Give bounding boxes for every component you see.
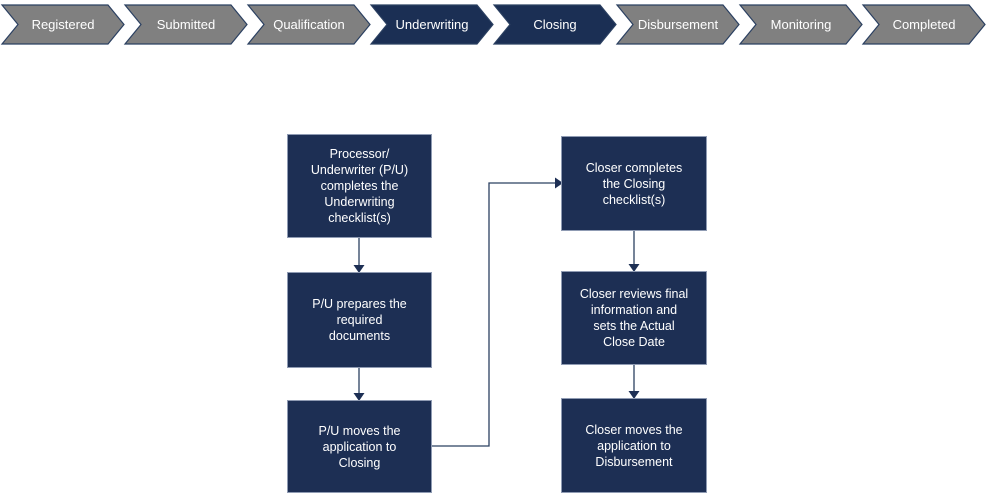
connector-closing-checklist-to-review-final xyxy=(628,231,640,272)
flow-box-text: P/U prepares the required documents xyxy=(312,297,407,343)
stage-chevron-shape xyxy=(246,4,371,45)
stage-label: Submitted xyxy=(157,17,216,32)
stage-chevron-qualification[interactable]: Qualification xyxy=(246,4,371,45)
stage-label: Registered xyxy=(32,17,95,32)
stage-label: Monitoring xyxy=(771,17,832,32)
connector-move-closing-to-closing-checklist xyxy=(432,177,563,447)
flow-box-text: Processor/ Underwriter (P/U) completes t… xyxy=(310,147,409,225)
stage-label: Qualification xyxy=(273,17,345,32)
flow-box-uw-checklist[interactable]: Processor/ Underwriter (P/U) completes t… xyxy=(287,134,432,238)
flow-box-text: Closer completes the Closing checklist(s… xyxy=(585,160,683,207)
flow-box-text: Closer moves the application to Disburse… xyxy=(585,422,683,469)
connector-prepare-docs-to-move-closing xyxy=(353,368,365,401)
stage-chevron-submitted[interactable]: Submitted xyxy=(123,4,248,45)
stage-chevron-completed[interactable]: Completed xyxy=(861,4,986,45)
stage-chevron-shape xyxy=(0,4,125,45)
stage-label: Disbursement xyxy=(638,17,719,32)
stage-chevron-disbursement[interactable]: Disbursement xyxy=(615,4,740,45)
stage-chevron-monitoring[interactable]: Monitoring xyxy=(738,4,863,45)
stage-chevron-shape xyxy=(492,4,617,45)
loan-stage-progress-bar: Registered Submitted Qualification Under… xyxy=(0,4,986,45)
stage-label: Closing xyxy=(533,17,576,32)
stage-chevron-shape xyxy=(123,4,248,45)
flow-box-move-to-disbursement[interactable]: Closer moves the application to Disburse… xyxy=(561,398,707,493)
stage-label: Underwriting xyxy=(396,17,469,32)
stage-chevron-registered[interactable]: Registered xyxy=(0,4,125,45)
flow-box-prepare-docs[interactable]: P/U prepares the required documents xyxy=(287,272,432,368)
flow-box-text: P/U moves the application to Closing xyxy=(318,423,401,470)
flow-box-move-to-closing[interactable]: P/U moves the application to Closing xyxy=(287,400,432,493)
flow-box-review-final[interactable]: Closer reviews final information and set… xyxy=(561,271,707,365)
stage-chevron-shape xyxy=(738,4,863,45)
flow-box-closing-checklist[interactable]: Closer completes the Closing checklist(s… xyxy=(561,136,707,231)
flow-box-text: Closer reviews final information and set… xyxy=(579,287,689,349)
stage-chevron-shape xyxy=(615,4,740,45)
connector-review-final-to-move-disbursement xyxy=(628,365,640,399)
stage-label: Completed xyxy=(893,17,956,32)
stage-chevron-closing[interactable]: Closing xyxy=(492,4,617,45)
stage-chevron-shape xyxy=(369,4,494,45)
connector-uw-checklist-to-prepare-docs xyxy=(353,238,365,273)
stage-chevron-underwriting[interactable]: Underwriting xyxy=(369,4,494,45)
stage-chevron-shape xyxy=(861,4,986,45)
